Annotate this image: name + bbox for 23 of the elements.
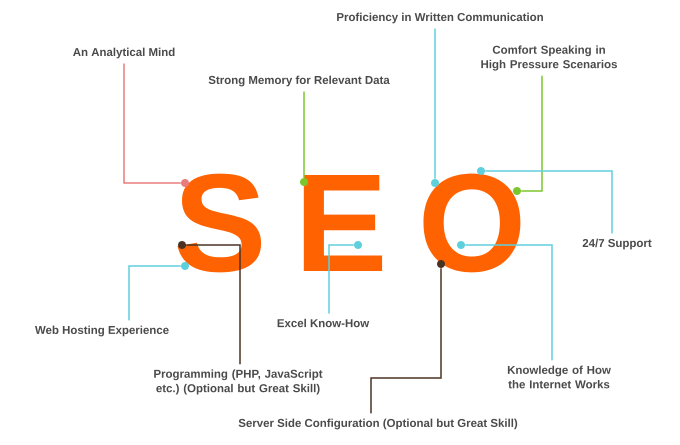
leader-line: [123, 64, 181, 184]
skill-label: Excel Know-How: [278, 318, 370, 328]
leader-line: [128, 265, 181, 320]
dot: [477, 167, 485, 175]
skill-label: Web Hosting Experience: [34, 326, 169, 336]
skill-label: Comfort Speaking in High Pressure Scenarios: [481, 45, 617, 71]
skill-label: Server Side Configuration (Optional but Great Skill): [238, 418, 518, 430]
leader-line: [465, 244, 553, 360]
dot: [354, 241, 362, 249]
leader-line: [303, 92, 305, 178]
letter: E: [304, 175, 382, 271]
skill-label: Programming (PHP, JavaScript etc.) (Optional but Great Skill): [154, 369, 322, 395]
skill-label: 24/7 Support: [582, 238, 652, 250]
skill-label: Strong Memory for Relevant Data: [208, 76, 390, 86]
skill-label: An Analytical Mind: [73, 48, 174, 58]
leader-line: [328, 244, 354, 314]
leader-line: [186, 244, 241, 364]
leader-line: [485, 170, 613, 234]
leader-line: [521, 76, 543, 192]
leader-line: [370, 268, 442, 414]
skill-label: Knowledge of How the Internet Works: [508, 366, 611, 388]
leader-line: [434, 28, 436, 179]
skill-label: Proficiency in Written Communication: [337, 12, 543, 24]
